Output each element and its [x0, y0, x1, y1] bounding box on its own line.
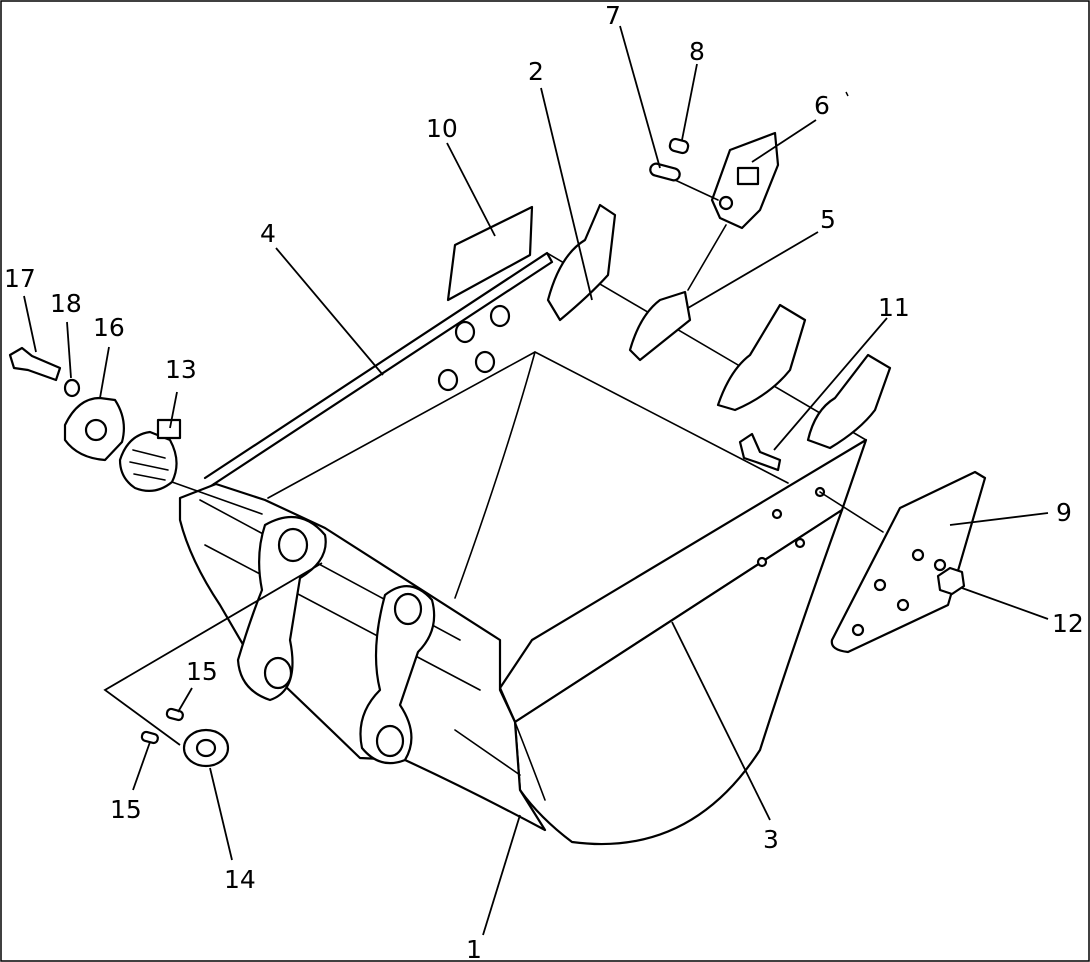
shroud-hole: [851, 623, 865, 637]
pin-15-lower: [140, 730, 159, 745]
pin-15-upper: [165, 707, 184, 722]
tooth-point-window: [736, 166, 760, 186]
hinge-pin-hole-upper-left: [277, 527, 309, 563]
shroud-hole: [911, 548, 925, 562]
back-rib-3: [454, 729, 521, 776]
callout-9: 9: [1056, 498, 1072, 527]
bucket-body: [178, 251, 868, 846]
callout-15-upper: 15: [186, 657, 218, 686]
bolt-11: [738, 432, 782, 472]
callout-18: 18: [50, 289, 82, 318]
callout-14: 14: [224, 865, 256, 894]
tooth-4: [806, 353, 892, 450]
washer-14-hole: [195, 738, 217, 758]
leader-9: [949, 512, 1049, 526]
pin-7: [649, 162, 681, 182]
side-plate-hole: [771, 508, 783, 520]
leader-12: [961, 587, 1049, 620]
callout-7: 7: [605, 1, 621, 30]
leader-8: [681, 63, 698, 141]
leader-5: [687, 231, 819, 309]
leader-11: [773, 317, 888, 451]
leader-15b: [132, 741, 151, 791]
side-plate-hole: [437, 368, 459, 392]
tooth-3: [716, 303, 807, 412]
washer-18: [63, 378, 81, 398]
callout-16: 16: [93, 313, 125, 342]
side-plate-hole: [794, 537, 806, 549]
hinge-pin-hole-upper-right: [393, 592, 423, 626]
leader-lines: [23, 25, 1049, 936]
callout-labels: 1 2 3 4 5 6 7 8 9 10 11 12 13 14 15 15 1…: [4, 1, 1084, 962]
leader-14: [209, 767, 233, 861]
callout-5: 5: [820, 205, 836, 234]
side-plate-hole: [474, 350, 496, 374]
hinge-assembly-line: [103, 562, 323, 746]
shim-lines: [129, 449, 169, 481]
lock-8: [668, 137, 690, 155]
leader-15a: [177, 687, 193, 713]
leader-2: [540, 87, 593, 301]
nut-12: [936, 566, 966, 596]
hinge-plate-right: [359, 585, 436, 765]
leader-18: [66, 321, 72, 379]
stray-mark: [845, 91, 849, 97]
callout-10: 10: [426, 114, 458, 143]
leader-1: [482, 814, 521, 936]
bucket-back: [178, 482, 547, 832]
shell-seam: [514, 721, 546, 801]
shroud-hole: [933, 558, 947, 572]
callout-3: 3: [763, 825, 779, 854]
callout-12: 12: [1052, 609, 1084, 638]
bucket-shell: [513, 508, 844, 846]
side-shroud-9: [830, 470, 987, 654]
shroud-bolt-line: [819, 491, 884, 533]
bolt-17: [8, 346, 62, 382]
tooth-1: [546, 203, 617, 322]
leader-16: [99, 346, 110, 399]
tooth-adapter-5: [628, 290, 692, 362]
callout-17: 17: [4, 264, 36, 293]
side-plate-hole: [454, 320, 476, 344]
callout-11: 11: [878, 293, 910, 322]
plate-16-center: [84, 418, 108, 442]
side-plate-hole: [489, 304, 511, 328]
leader-3: [671, 621, 771, 821]
leader-6: [751, 119, 817, 163]
tooth-pin-hole: [718, 195, 734, 211]
callout-6: 6: [814, 91, 830, 120]
leader-7: [619, 25, 661, 169]
shim-to-hinge-line: [171, 481, 263, 515]
leader-4: [275, 247, 384, 376]
hinge-plate-left: [236, 515, 327, 702]
callout-8: 8: [689, 37, 705, 66]
bucket-teeth: [546, 203, 892, 450]
hinge-pin-hole-lower-right: [375, 724, 405, 758]
leader-17: [23, 295, 37, 353]
callout-2: 2: [528, 57, 544, 86]
callout-4: 4: [260, 219, 276, 248]
pin-leader-dash: [674, 179, 719, 201]
shroud-hole: [873, 578, 887, 592]
leader-13: [169, 391, 178, 429]
callout-13: 13: [165, 355, 197, 384]
tooth-to-adapter-line: [687, 224, 727, 291]
side-plate-hole: [756, 556, 768, 568]
callout-15-lower: 15: [110, 795, 142, 824]
shim-set-13: [118, 430, 178, 493]
side-cutter-10: [446, 205, 534, 302]
callout-1: 1: [466, 935, 482, 962]
back-rib-2: [204, 544, 481, 691]
shim-tab: [156, 418, 182, 440]
hinge-pin-hole-lower-left: [263, 656, 293, 690]
bucket-floor-crease: [454, 351, 536, 599]
shroud-hole: [896, 598, 910, 612]
leader-10: [446, 142, 496, 237]
